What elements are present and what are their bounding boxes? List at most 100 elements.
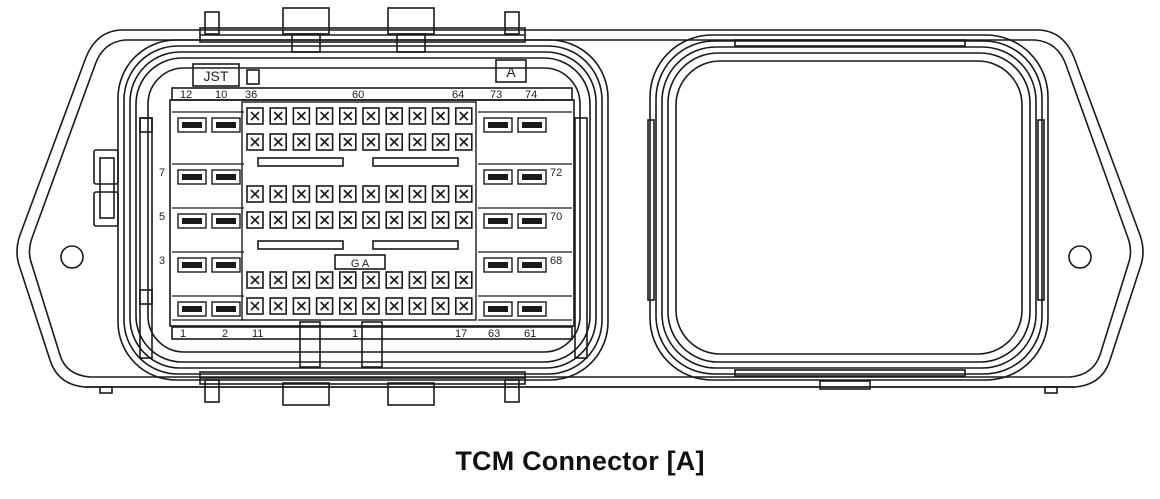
signal-pin-cross: [366, 137, 376, 147]
pin-label: 17: [455, 328, 467, 340]
pin-label: 1: [180, 328, 186, 340]
signal-pin-cross: [366, 301, 376, 311]
pin-label: 3: [159, 255, 165, 267]
signal-pin-cross: [366, 215, 376, 225]
signal-pin-cross: [343, 301, 353, 311]
signal-pin-cross: [412, 301, 422, 311]
terminal-pin-contact: [522, 218, 542, 224]
terminal-pin-contact: [488, 122, 508, 128]
signal-pin-cross: [320, 111, 330, 121]
pin-number-labels: JST A G A 12 10 36 60 64 73 74 7 5 3 72 …: [159, 64, 562, 340]
pin-label: 61: [524, 328, 536, 340]
signal-pin-cross: [250, 301, 260, 311]
terminal-pin-contact: [182, 218, 202, 224]
terminal-pin-contact: [522, 262, 542, 268]
signal-pin-block: [241, 101, 477, 321]
signal-pin-cross: [459, 111, 469, 121]
signal-pin-cross: [436, 111, 446, 121]
terminal-pin-contact: [216, 174, 236, 180]
signal-pin-cross: [459, 215, 469, 225]
signal-pin-cross: [250, 111, 260, 121]
signal-pin-cross: [436, 215, 446, 225]
pin-label: 12: [180, 89, 192, 101]
tcm-connector-diagram: JST A G A 12 10 36 60 64 73 74 7 5 3 72 …: [16, 7, 1144, 406]
signal-pin-cross: [389, 111, 399, 121]
pin-label: 11: [252, 328, 263, 340]
signal-pin-cross: [273, 275, 283, 285]
center-label-box: [334, 254, 386, 270]
mounting-hole-left: [60, 245, 84, 269]
signal-pin-cross: [343, 215, 353, 225]
pin-label: 64: [452, 89, 464, 101]
signal-pin-cross: [436, 137, 446, 147]
pin-label: 63: [488, 328, 500, 340]
terminal-pin-contact: [182, 174, 202, 180]
top-latch-left: [204, 11, 220, 35]
terminal-pin-contact: [488, 306, 508, 312]
left-connector-seal: [117, 39, 609, 381]
center-label: G A: [351, 258, 370, 270]
key-label: JST: [204, 68, 229, 84]
signal-pin-cross: [296, 137, 306, 147]
signal-pin-cross: [459, 137, 469, 147]
signal-pin-cross: [459, 301, 469, 311]
signal-pin-cross: [296, 215, 306, 225]
signal-pin-cross: [250, 275, 260, 285]
signal-pin-cross: [459, 189, 469, 199]
pin-label: 36: [245, 89, 257, 101]
key-label-box: [192, 63, 240, 87]
connector-tag-box: [495, 59, 527, 83]
signal-pin-cross: [412, 275, 422, 285]
signal-pin-cross: [320, 189, 330, 199]
pin-label: 68: [550, 255, 562, 267]
terminal-pin-contact: [182, 122, 202, 128]
signal-pin-cross: [320, 137, 330, 147]
pin-label: 70: [550, 211, 562, 223]
mounting-hole-right: [1068, 245, 1092, 269]
terminal-pin-contact: [182, 306, 202, 312]
terminal-pin-contact: [216, 122, 236, 128]
signal-pin-cross: [389, 301, 399, 311]
pin-label: 1: [352, 328, 358, 340]
terminal-pin-contact: [488, 174, 508, 180]
pin-grid: [172, 101, 572, 321]
signal-pin-cross: [436, 301, 446, 311]
signal-pin-cross: [389, 189, 399, 199]
signal-pin-cross: [250, 215, 260, 225]
signal-pin-cross: [320, 215, 330, 225]
signal-pin-cross: [343, 189, 353, 199]
signal-pin-cross: [436, 275, 446, 285]
signal-pin-cross: [366, 111, 376, 121]
signal-pin-cross: [389, 215, 399, 225]
housing-inner-line: [28, 39, 1132, 378]
signal-pin-cross: [320, 275, 330, 285]
terminal-pin-contact: [216, 218, 236, 224]
pin-label: 7: [159, 167, 165, 179]
signal-pin-cross: [366, 189, 376, 199]
signal-pin-cross: [412, 189, 422, 199]
signal-pin-cross: [273, 189, 283, 199]
signal-pin-cross: [343, 275, 353, 285]
signal-pin-cross: [296, 301, 306, 311]
signal-pin-cross: [436, 189, 446, 199]
signal-pin-cross: [389, 137, 399, 147]
terminal-pin-contact: [216, 306, 236, 312]
diagram-caption: TCM Connector [A]: [455, 446, 705, 476]
signal-pin-cross: [343, 137, 353, 147]
pin-label: 5: [159, 211, 165, 223]
terminal-pin-contact: [488, 262, 508, 268]
signal-pin-cross: [412, 215, 422, 225]
terminal-pin-contact: [522, 174, 542, 180]
pin-label: 73: [490, 89, 502, 101]
pin-label: 10: [215, 89, 227, 101]
pin-label: 72: [550, 167, 562, 179]
signal-pin-cross: [412, 111, 422, 121]
signal-pin-cross: [459, 275, 469, 285]
signal-pin-cross: [320, 301, 330, 311]
signal-pin-cross: [273, 215, 283, 225]
signal-pin-cross: [250, 137, 260, 147]
terminal-pin-contact: [182, 262, 202, 268]
signal-pin-cross: [389, 275, 399, 285]
signal-pin-cross: [343, 111, 353, 121]
connector-tag: A: [506, 64, 516, 80]
